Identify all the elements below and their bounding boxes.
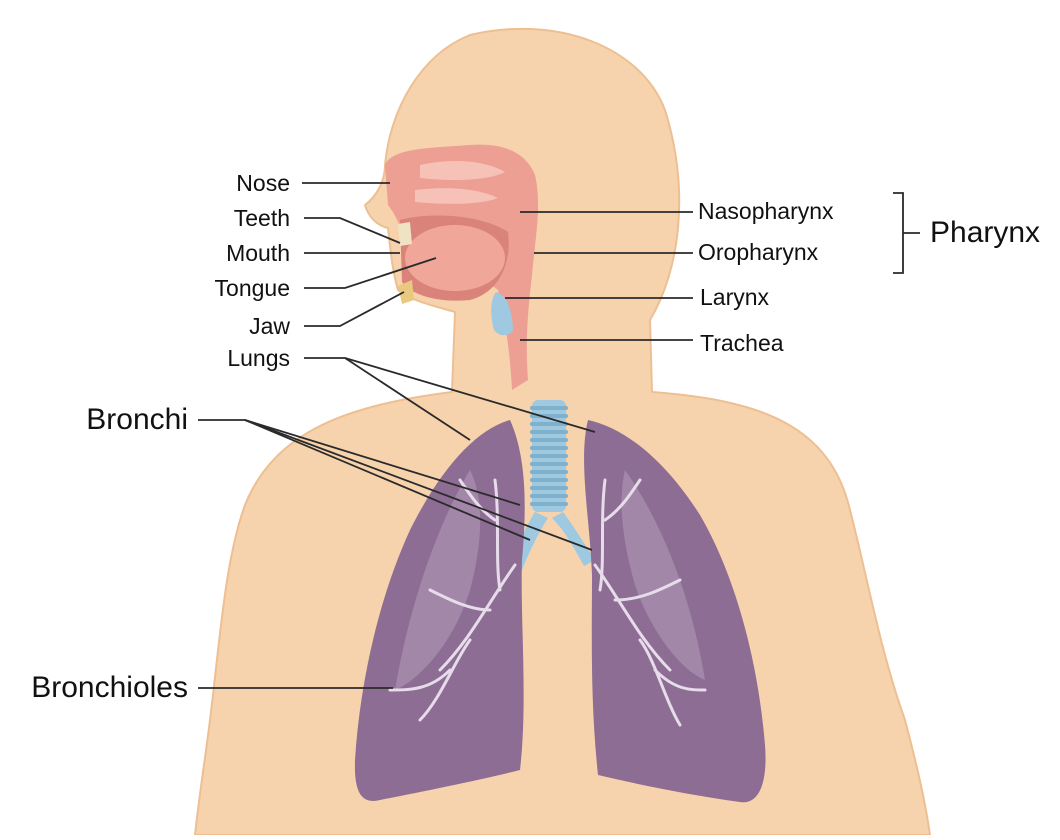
trachea-ring	[530, 502, 568, 506]
trachea-ring	[530, 446, 568, 450]
label-larynx: Larynx	[700, 286, 769, 309]
trachea-ring	[530, 494, 568, 498]
label-nasopharynx: Nasopharynx	[698, 200, 834, 223]
label-bronchi: Bronchi	[40, 405, 188, 435]
label-mouth: Mouth	[190, 242, 290, 265]
trachea-ring	[530, 430, 568, 434]
label-oropharynx: Oropharynx	[698, 241, 818, 264]
label-teeth: Teeth	[190, 207, 290, 230]
trachea-ring	[530, 478, 568, 482]
label-trachea: Trachea	[700, 332, 784, 355]
tongue-shape	[405, 225, 505, 291]
trachea-ring	[530, 486, 568, 490]
trachea-ring	[530, 462, 568, 466]
label-tongue: Tongue	[180, 277, 290, 300]
label-pharynx: Pharynx	[930, 218, 1040, 248]
trachea-ring	[530, 454, 568, 458]
trachea-ring	[530, 438, 568, 442]
label-bronchioles: Bronchioles	[0, 673, 188, 703]
trachea-ring	[530, 406, 568, 410]
trachea-ring	[530, 470, 568, 474]
label-jaw: Jaw	[190, 315, 290, 338]
label-nose: Nose	[190, 172, 290, 195]
label-lungs: Lungs	[190, 347, 290, 370]
